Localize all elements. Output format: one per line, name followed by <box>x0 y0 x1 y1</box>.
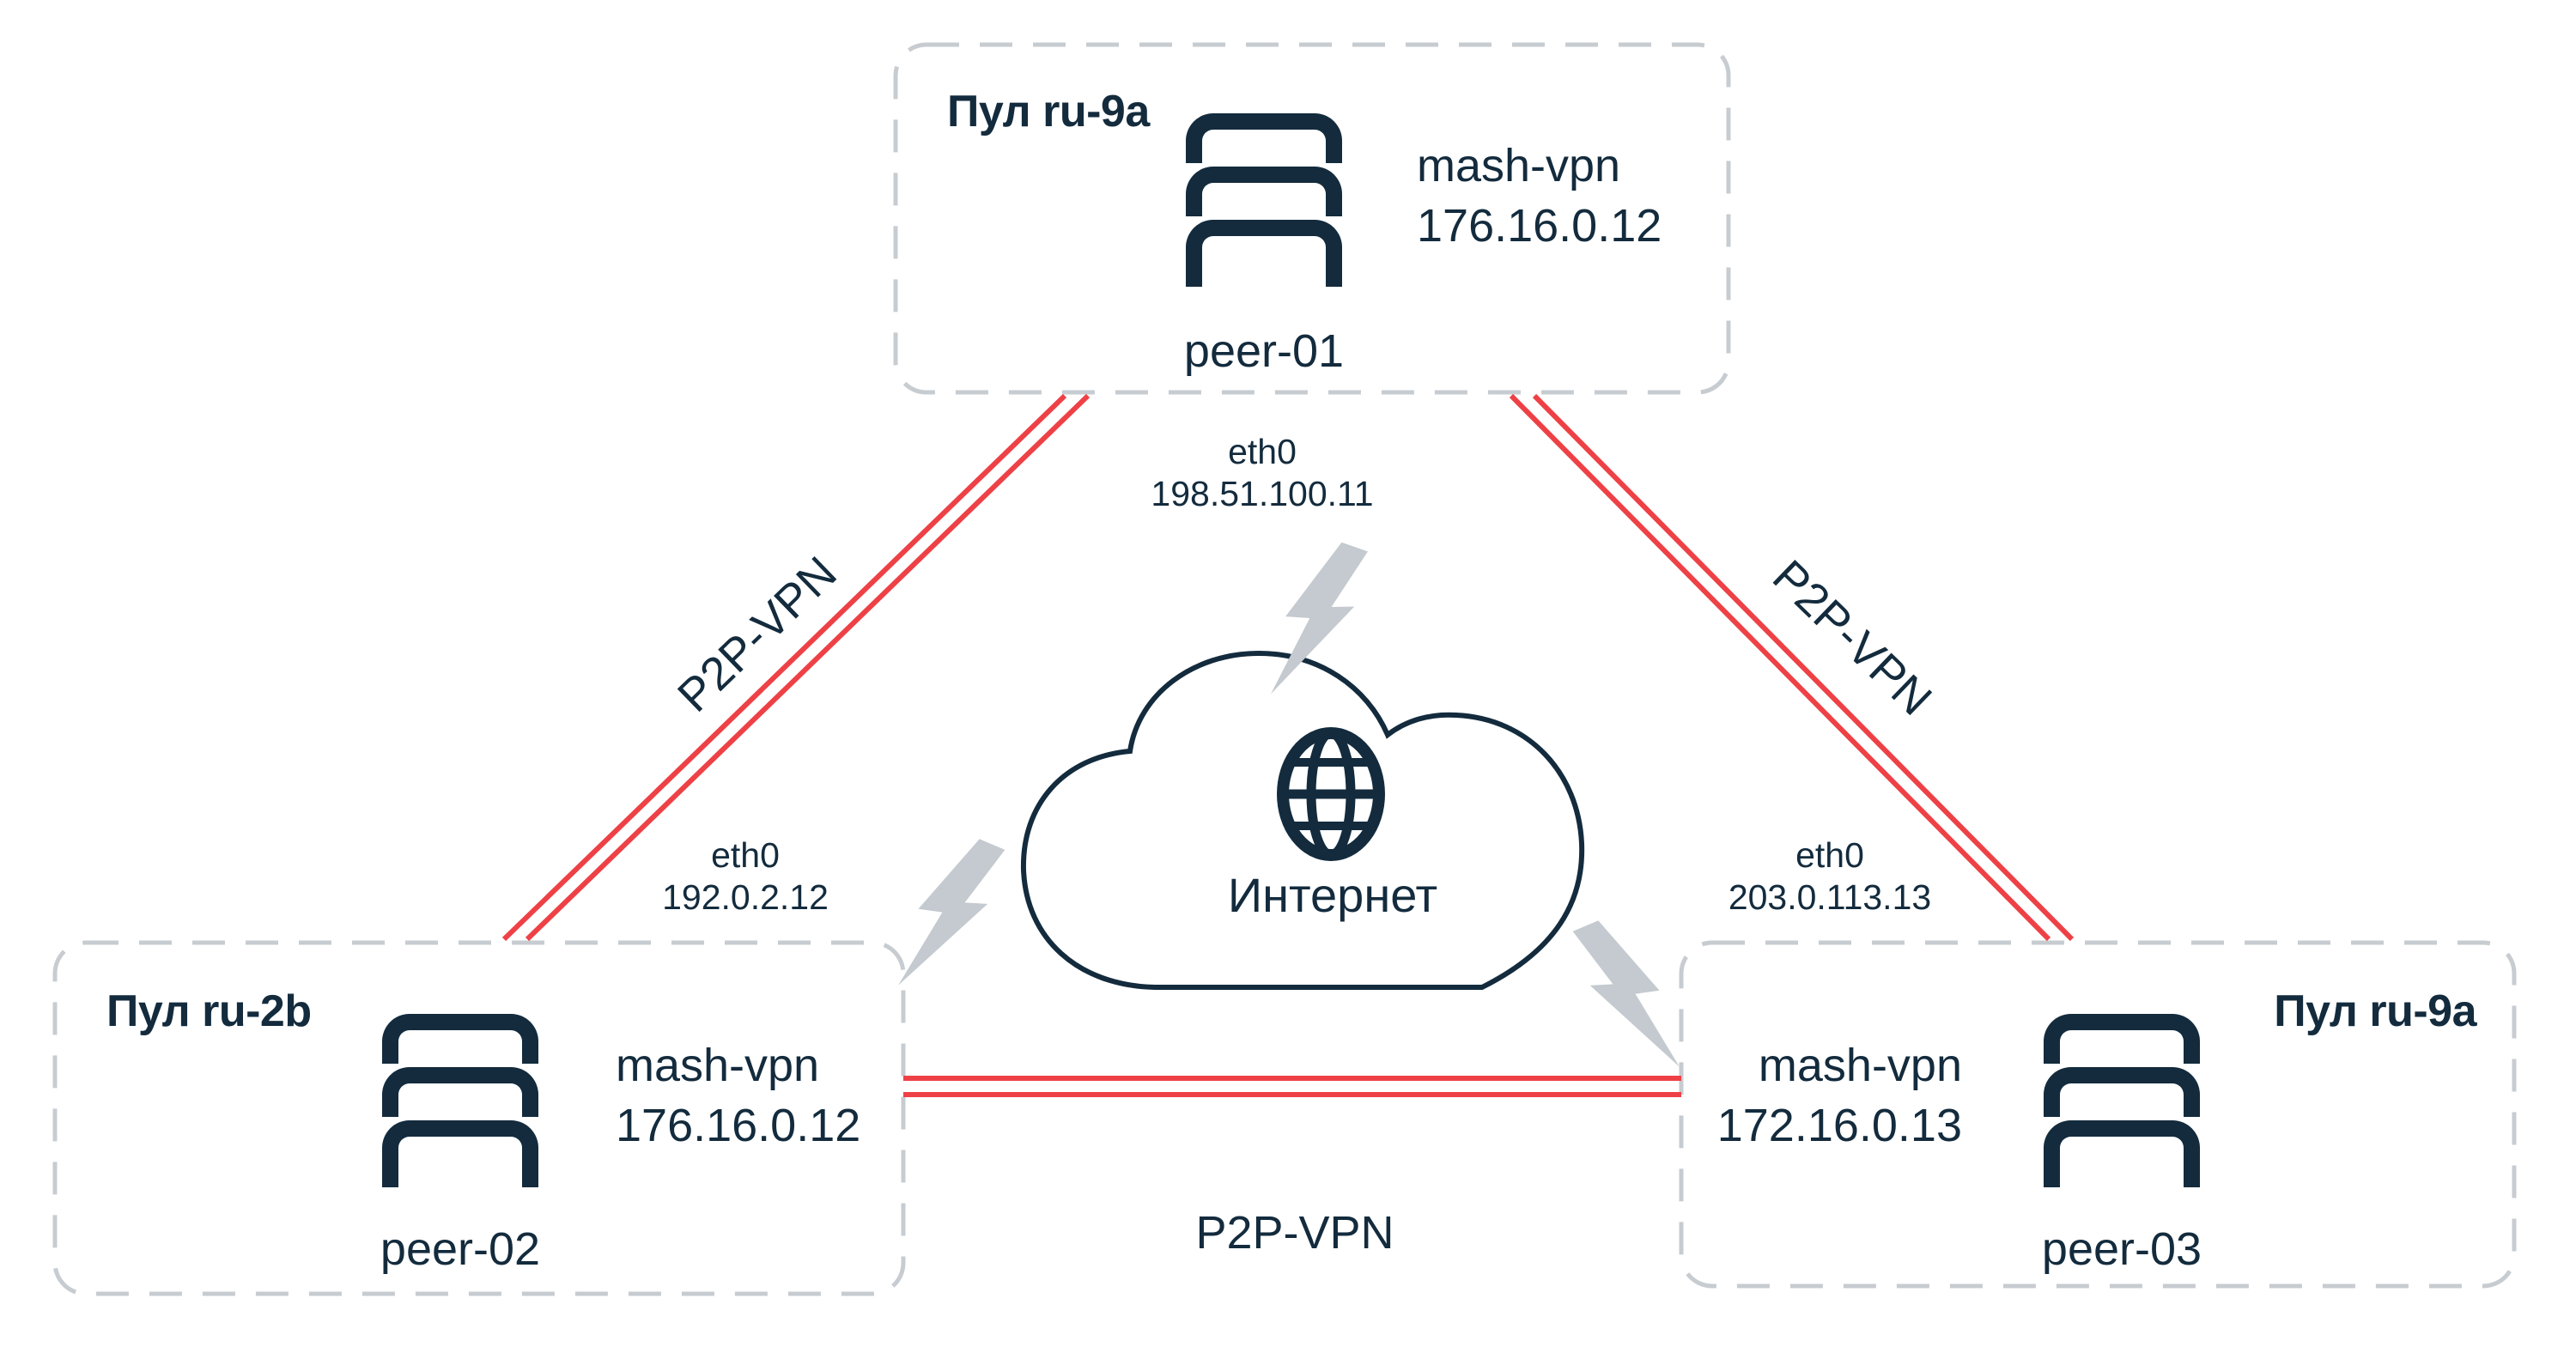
server-unit <box>382 1120 538 1187</box>
eth-ip-label: 192.0.2.12 <box>662 877 829 917</box>
server-stack-icon-peer-03 <box>2044 1014 2200 1187</box>
pool-title-top: Пул ru-9a <box>947 87 1150 137</box>
pool-box-bottom-right <box>1679 940 2517 1289</box>
server-unit <box>1186 113 1342 163</box>
vpn-info-bottom-right: mash-vpn 172.16.0.13 <box>1717 1035 1962 1156</box>
server-stack-icon-peer-02 <box>382 1014 538 1187</box>
server-unit <box>2044 1014 2200 1064</box>
globe-icon <box>1277 727 1385 861</box>
node-label-peer-01: peer-01 <box>1183 325 1345 377</box>
server-unit <box>2044 1067 2200 1117</box>
eth-if-label: eth0 <box>1795 835 1864 875</box>
eth-info-top: eth0 198.51.100.11 <box>1151 431 1373 515</box>
lightning-icon-right <box>1572 920 1680 1067</box>
eth-if-label: eth0 <box>1228 432 1297 471</box>
vpn-ip-label: 172.16.0.13 <box>1716 1100 1962 1151</box>
node-label-peer-03: peer-03 <box>2041 1223 2202 1275</box>
vpn-link-left-lines <box>501 393 1091 942</box>
vpn-ip-label: 176.16.0.12 <box>616 1100 861 1151</box>
server-unit <box>1186 220 1342 287</box>
cloud-outline <box>1020 650 1585 990</box>
server-unit <box>2044 1120 2200 1187</box>
vpn-link-bottom-lines <box>903 1076 1681 1097</box>
vpn-ip-label: 176.16.0.12 <box>1417 200 1662 252</box>
vpn-link-label-bottom: P2P-VPN <box>1195 1207 1394 1259</box>
eth-info-right: eth0 203.0.113.13 <box>1728 834 1931 919</box>
vpn-info-top: mash-vpn 176.16.0.12 <box>1417 136 1662 256</box>
vpn-name-label: mash-vpn <box>1417 140 1621 191</box>
pool-title-bottom-left: Пул ru-2b <box>106 986 312 1036</box>
internet-cloud <box>1020 650 1585 990</box>
server-unit <box>382 1014 538 1064</box>
pool-box-bottom-left <box>52 940 906 1296</box>
eth-ip-label: 198.51.100.11 <box>1151 474 1374 513</box>
eth-if-label: eth0 <box>711 835 780 875</box>
server-unit <box>1186 167 1342 216</box>
server-unit <box>382 1067 538 1117</box>
vpn-info-bottom-left: mash-vpn 176.16.0.12 <box>616 1035 860 1156</box>
eth-info-left: eth0 192.0.2.12 <box>662 834 829 919</box>
eth-ip-label: 203.0.113.13 <box>1728 877 1932 917</box>
vpn-name-label: mash-vpn <box>1758 1040 1962 1091</box>
pool-title-bottom-right: Пул ru-9a <box>2274 986 2476 1036</box>
internet-label: Интернет <box>1227 868 1438 922</box>
lightning-icon-left <box>898 839 1005 986</box>
vpn-link-right-lines <box>1509 393 2075 942</box>
vpn-name-label: mash-vpn <box>616 1040 820 1091</box>
lightning-icon-top <box>1270 542 1368 695</box>
pool-box-top <box>893 42 1731 395</box>
node-label-peer-02: peer-02 <box>380 1223 541 1275</box>
server-stack-icon-peer-01 <box>1186 113 1342 287</box>
